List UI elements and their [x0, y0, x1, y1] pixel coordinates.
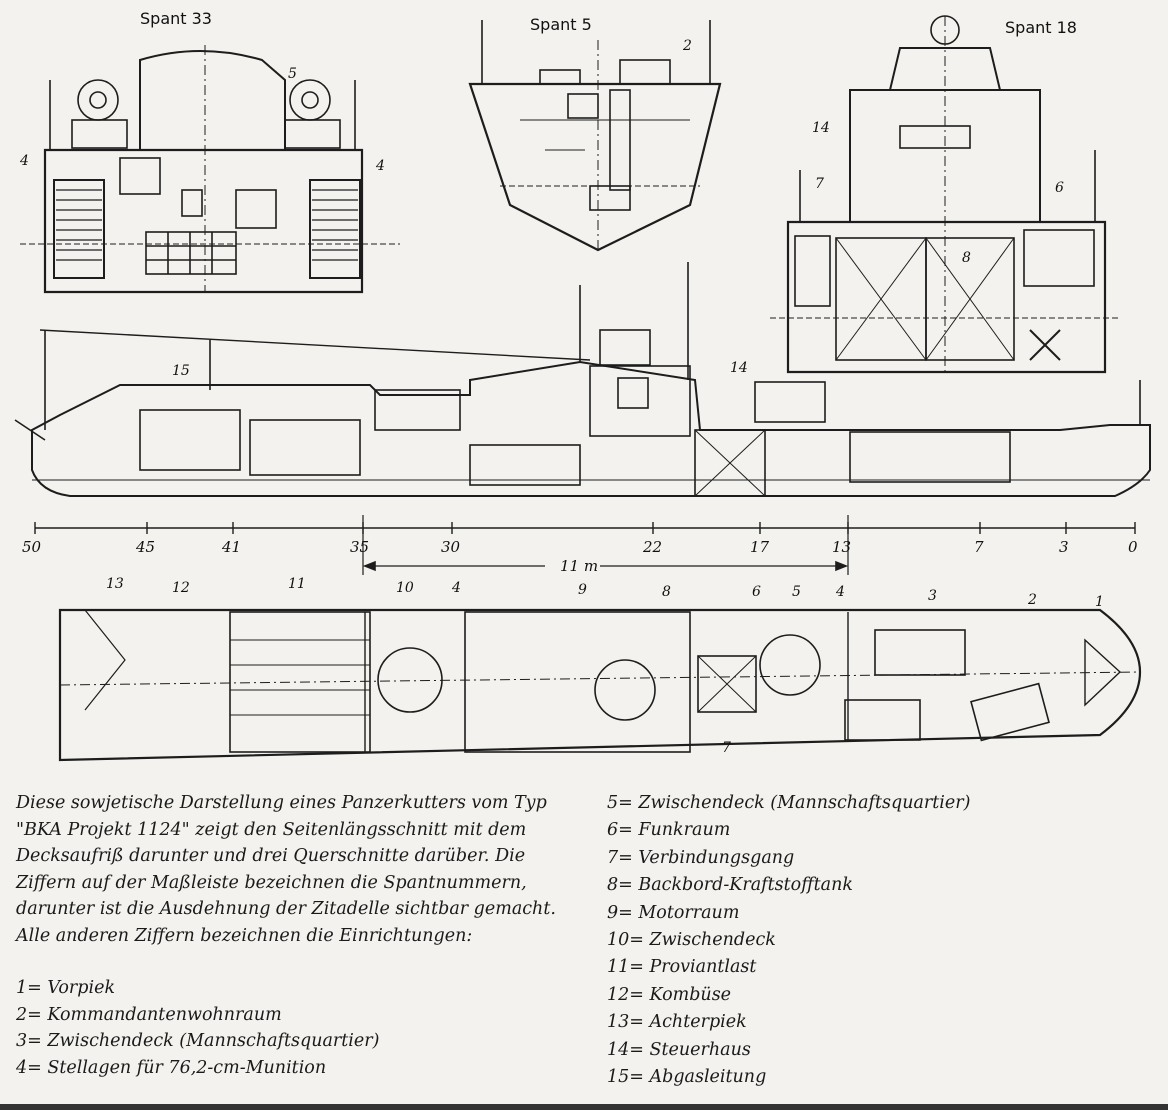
callout-s18-8: 8	[962, 250, 971, 266]
scale-tick-label: 22	[642, 538, 662, 556]
plan-callout: 6	[752, 584, 761, 600]
plan-callout: 2	[1027, 592, 1037, 608]
scale-tick-label: 35	[350, 538, 369, 556]
header-spant-5: Spant 5	[530, 15, 592, 34]
plan-callout: 11	[288, 576, 306, 592]
scale-tick-label: 41	[221, 538, 241, 556]
scale-tick-label: 7	[974, 538, 984, 556]
section-spant-18	[770, 15, 1120, 374]
header-spant-18: Spant 18	[1005, 18, 1077, 37]
scale-tick-label: 3	[1059, 538, 1069, 556]
legend-item: 5= Zwischendeck (Mannschaftsquartier)	[607, 793, 971, 813]
callout-s5-2: 2	[682, 38, 692, 54]
legend-item: 15= Abgasleitung	[607, 1067, 767, 1088]
callout-s18-6: 6	[1055, 180, 1064, 196]
legend-item: 4= Stellagen für 76,2-cm-Munition	[16, 1057, 327, 1078]
legend-item: 12= Kombüse	[607, 984, 732, 1005]
section-spant-33	[20, 45, 400, 294]
legend-left-column: 1= Vorpiek 2= Kommandantenwohnraum 3= Zwis…	[16, 975, 576, 1081]
legend-item: 3= Zwischendeck (Mannschaftsquartier)	[16, 1031, 380, 1052]
plan-callout: 4	[451, 580, 461, 596]
legend-item: 8= Backbord-Kraftstofftank	[607, 875, 853, 896]
side-longitudinal-section	[14, 262, 1151, 497]
legend-item: 13= Achterpiek	[607, 1012, 747, 1033]
scale-tick-label: 50	[22, 538, 42, 556]
legend-item: 2= Kommandantenwohnraum	[16, 1004, 282, 1025]
callout-side-14: 14	[730, 360, 748, 376]
section-spant-5	[468, 20, 722, 252]
scale-tick-label: 30	[441, 538, 461, 556]
bottom-border	[0, 1104, 1168, 1110]
plan-callout: 9	[578, 582, 587, 598]
callout-s18-7: 7	[815, 176, 824, 192]
legend-item: 10= Zwischendeck	[607, 930, 776, 951]
legend-item: 11= Proviantlast	[607, 957, 757, 978]
legend-item: 6= Funkraum	[607, 820, 731, 841]
plan-callout: 1	[1095, 594, 1104, 610]
deck-plan	[58, 608, 1142, 762]
scale-tick-label: 17	[750, 538, 770, 556]
callout-s33-4-right: 4	[375, 158, 385, 174]
callout-side-15: 15	[172, 363, 190, 379]
header-spant-33: Spant 33	[140, 9, 212, 28]
caption-text: Diese sowjetische Darstellung eines Panz…	[16, 793, 556, 946]
figure-caption: Diese sowjetische Darstellung eines Panz…	[16, 790, 576, 950]
legend-item: 9= Motorraum	[607, 902, 740, 923]
frame-scale-bar	[34, 515, 1136, 575]
scale-length-label: 11 m	[560, 557, 598, 575]
plan-callout: 4	[835, 584, 845, 600]
callout-s18-14: 14	[812, 120, 830, 136]
plan-callout: 8	[662, 584, 671, 600]
callout-s33-5: 5	[288, 66, 297, 82]
plan-callout: 13	[106, 576, 124, 592]
legend-item: 14= Steuerhaus	[607, 1039, 751, 1060]
ship-technical-drawing: Spant 33 Spant 5 Spant 18 4 4 5 2 14 7 6…	[14, 9, 1151, 762]
callout-s33-4-left: 4	[19, 153, 29, 169]
plan-callout: 3	[928, 588, 937, 604]
plan-callout: 12	[172, 580, 190, 596]
scale-tick-label: 45	[135, 538, 155, 556]
scale-tick-label: 0	[1128, 538, 1138, 556]
plan-callout: 10	[396, 580, 414, 596]
legend-item: 1= Vorpiek	[16, 978, 116, 998]
legend-item: 7= Verbindungsgang	[607, 847, 795, 868]
scale-tick-label: 13	[832, 538, 851, 556]
legend-right-column: 5= Zwischendeck (Mannschaftsquartier) 6= …	[607, 790, 1147, 1091]
plan-callout: 5	[792, 584, 801, 600]
plan-callout-7: 7	[722, 740, 731, 756]
